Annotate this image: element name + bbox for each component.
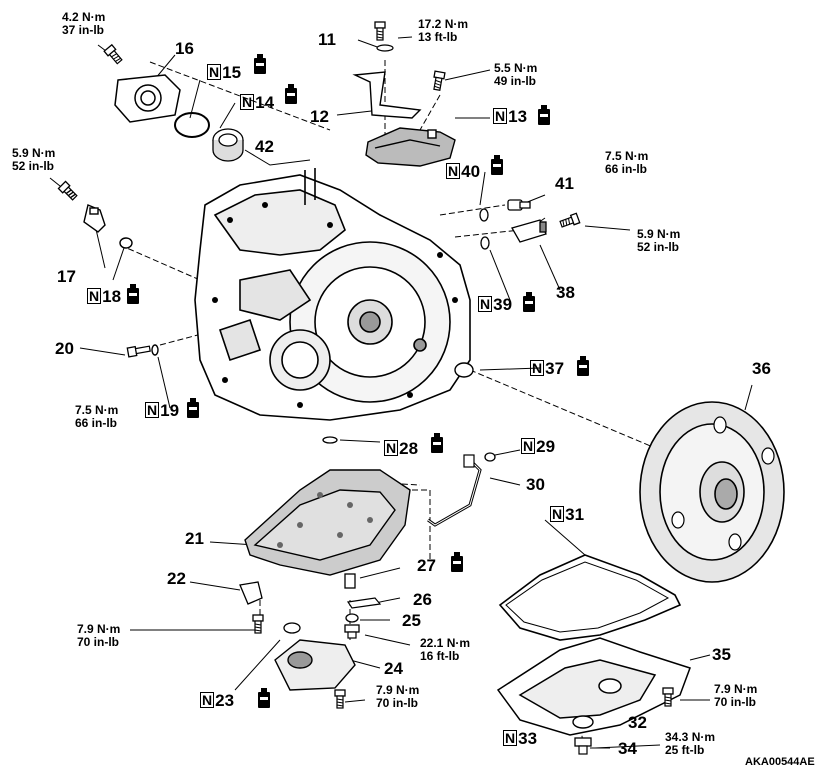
boxed-n-icon: N — [207, 64, 222, 80]
part-26-label: 26 — [413, 590, 432, 609]
part-42-label: 42 — [255, 137, 274, 156]
part-30-label: 30 — [526, 475, 545, 494]
part-11-label: 11 — [318, 30, 336, 49]
part-16-label: 16 — [175, 39, 194, 58]
part-36-label: 36 — [752, 359, 771, 378]
boxed-n-icon: N — [503, 730, 518, 746]
boxed-n-icon: N — [521, 438, 536, 454]
part-24-label: 24 — [384, 659, 403, 678]
part-32-label: 32 — [628, 713, 647, 732]
boxed-n-icon: N — [145, 402, 160, 418]
part-20-label: 20 — [55, 339, 74, 358]
boxed-n-icon: N — [384, 440, 399, 456]
boxed-n-icon: N — [87, 288, 102, 304]
boxed-n-icon: N — [240, 94, 255, 110]
part-17-label: 17 — [57, 267, 76, 286]
part-38-label: 38 — [556, 283, 575, 302]
figure-code: AKA00544AE — [745, 756, 815, 768]
boxed-n-icon: N — [530, 360, 545, 376]
boxed-n-icon: N — [550, 506, 565, 522]
boxed-n-icon: N — [446, 163, 461, 179]
boxed-n-icon: N — [493, 108, 508, 124]
part-34-label: 34 — [618, 739, 637, 758]
part-12-label: 12 — [310, 107, 329, 126]
part-21-label: 21 — [185, 529, 204, 548]
part-27-label: 27 — [417, 556, 436, 575]
part-35-label: 35 — [712, 645, 731, 664]
boxed-n-icon: N — [478, 296, 493, 312]
part-25-label: 25 — [402, 611, 421, 630]
part-22-label: 22 — [167, 569, 186, 588]
part-41-label: 41 — [555, 174, 574, 193]
boxed-n-icon: N — [200, 692, 215, 708]
